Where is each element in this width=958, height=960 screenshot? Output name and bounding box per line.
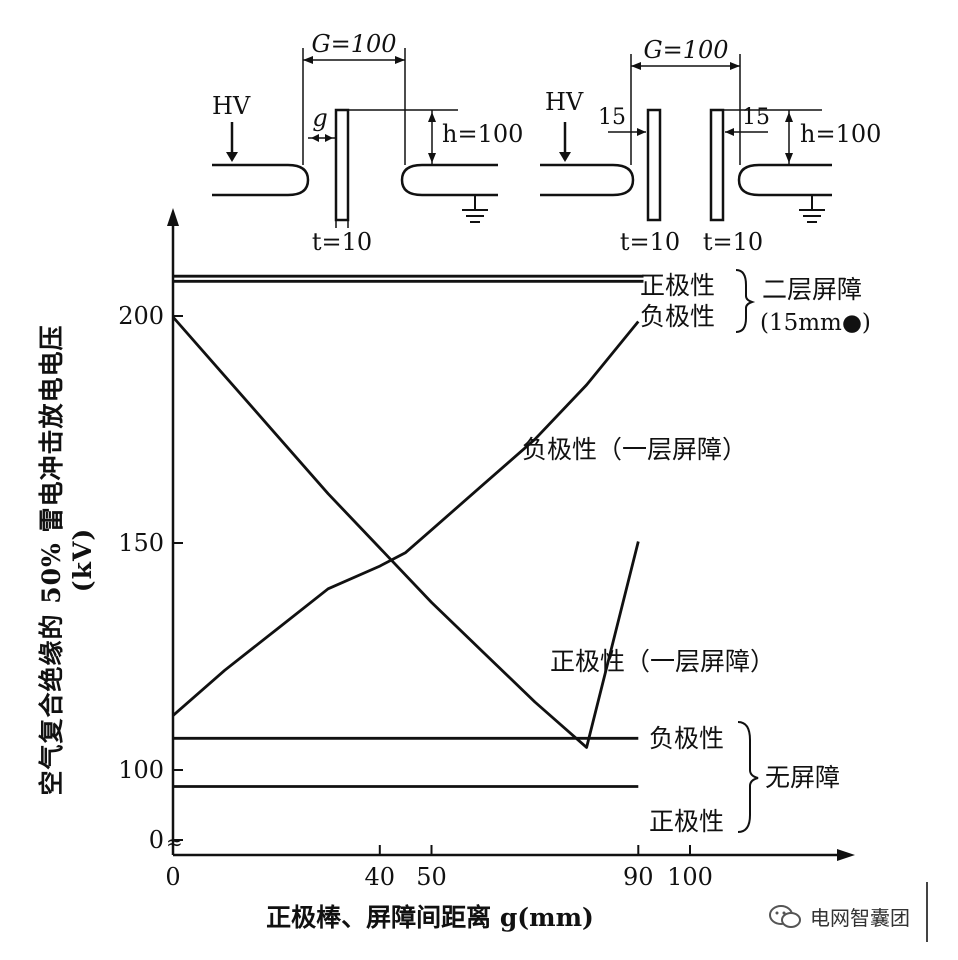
annotation-two-layer-sub: (15mm●)	[760, 310, 871, 336]
hv-label: HV	[212, 92, 251, 120]
offset-left-label: 15	[598, 105, 626, 130]
x-tick-label: 50	[416, 863, 447, 891]
t-dim-label-1: t=10	[620, 228, 680, 256]
diagram-single-barrier	[212, 48, 498, 228]
x-tick-label: 90	[623, 863, 654, 891]
y-tick-label: 200	[118, 302, 164, 330]
x-tick-label: 0	[165, 863, 180, 891]
chart-annotations: 正极性负极性二层屏障(15mm●)负极性（一层屏障）正极性（一层屏障）负极性正极…	[522, 269, 871, 836]
t-dim-label: t=10	[312, 228, 372, 256]
offset-right-label: 15	[742, 105, 770, 130]
ground-electrode	[737, 163, 832, 197]
annotation-two-layer-neg: 负极性	[640, 302, 715, 331]
barrier-plate-2	[709, 108, 725, 222]
no-barrier-brace	[737, 721, 759, 833]
y-tick-label: 0	[149, 826, 164, 854]
y-axis-break-symbol: ≈	[166, 830, 183, 854]
chart-series	[171, 274, 644, 788]
y-tick-label: 150	[118, 529, 164, 557]
x-axis-label: 正极棒、屏障间距离 g(mm)	[266, 903, 594, 932]
watermark-text: 电网智囊团	[810, 906, 910, 930]
two-layer-brace	[735, 269, 756, 333]
annotation-no-barrier-pos: 正极性	[649, 807, 724, 836]
h-dim-label: h=100	[442, 120, 523, 148]
h-dim-label: h=100	[800, 120, 881, 148]
ground-electrode	[400, 163, 498, 197]
ground-symbol	[462, 195, 488, 223]
barrier-plate	[334, 108, 350, 222]
annotation-no-barrier-group: 无屏障	[765, 763, 840, 792]
annotation-one-layer-neg: 负极性（一层屏障）	[522, 435, 747, 464]
hv-label: HV	[545, 88, 584, 116]
ground-symbol	[799, 195, 825, 223]
y-tick-label: 100	[118, 756, 164, 784]
edge-line	[926, 882, 928, 942]
axis-ticks: 0 100 150 200 ≈0 40 50 90 100	[118, 302, 713, 891]
hv-electrode	[212, 163, 310, 197]
x-tick-label: 40	[365, 863, 396, 891]
wechat-icon	[769, 904, 801, 928]
hv-electrode	[540, 163, 635, 197]
g-dim-label: G=100	[311, 30, 396, 58]
annotation-no-barrier-neg: 负极性	[649, 724, 724, 753]
annotation-two-layer-pos: 正极性	[640, 271, 715, 300]
g-dim-label: G=100	[643, 36, 728, 64]
barrier-plate-1	[646, 108, 662, 222]
x-tick-label: 100	[667, 863, 713, 891]
y-axis-label: 空气复合绝缘的 50% 雷电冲击放电电压 (kV)	[37, 324, 97, 796]
watermark: 电网智囊团	[768, 902, 910, 931]
series-line	[171, 316, 640, 749]
y-axis-arrow	[167, 208, 179, 226]
annotation-one-layer-pos: 正极性（一层屏障）	[550, 647, 775, 676]
diagram-double-barrier	[540, 54, 832, 223]
annotation-two-layer-group: 二层屏障	[762, 275, 862, 304]
chart-axes	[167, 208, 855, 861]
gap-label: g	[312, 104, 327, 132]
t-dim-label-2: t=10	[703, 228, 763, 256]
x-axis-arrow	[837, 849, 855, 861]
series-line	[172, 320, 640, 717]
